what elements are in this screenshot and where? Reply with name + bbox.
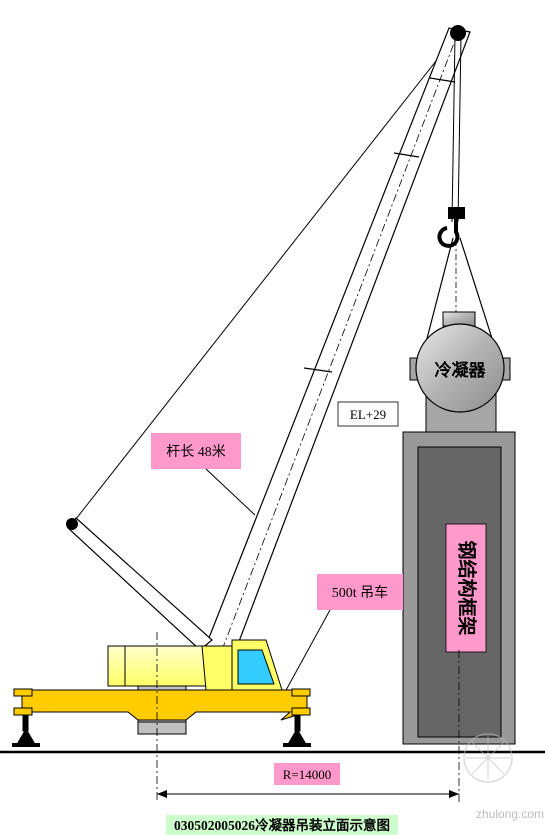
crane-superstructure (107, 639, 283, 735)
elevation-label: EL+29 (350, 407, 386, 422)
pulley-icon (450, 25, 466, 41)
leader-line (278, 609, 331, 704)
frame-label-box: 钢结构框架 (445, 523, 487, 653)
vessel-label: 冷凝器 (435, 360, 487, 380)
boom-length-label: 杆长 48米 (166, 444, 226, 460)
boom-length-label-box: 杆长 48米 (151, 433, 241, 469)
support-foot-icon (283, 728, 311, 747)
crane-label-box: 500t 吊车 (317, 574, 403, 610)
crane-label: 500t 吊车 (332, 584, 388, 601)
frame-label: 钢结构框架 (456, 540, 479, 635)
caption-box: 030502005026冷凝器吊装立面示意图 (166, 815, 398, 835)
pulley-icon (66, 518, 78, 530)
watermark-text: zhulong.com (476, 807, 544, 821)
luffing-rope (71, 32, 459, 525)
crane-jib (67, 517, 213, 651)
radius-label: R=14000 (283, 767, 332, 782)
radius-dimension: R=14000 (157, 763, 459, 798)
crane-carrier (13, 688, 311, 732)
condenser-vessel (409, 311, 511, 433)
watermark-logo-icon (463, 733, 513, 783)
centerline (156, 632, 460, 802)
support-foot-icon (12, 728, 40, 747)
caption: 030502005026冷凝器吊装立面示意图 (174, 817, 390, 833)
elevation-label-box: EL+29 (337, 401, 399, 427)
hook-icon (437, 207, 465, 248)
leader-line (205, 468, 256, 516)
hoist-lines (451, 35, 462, 223)
